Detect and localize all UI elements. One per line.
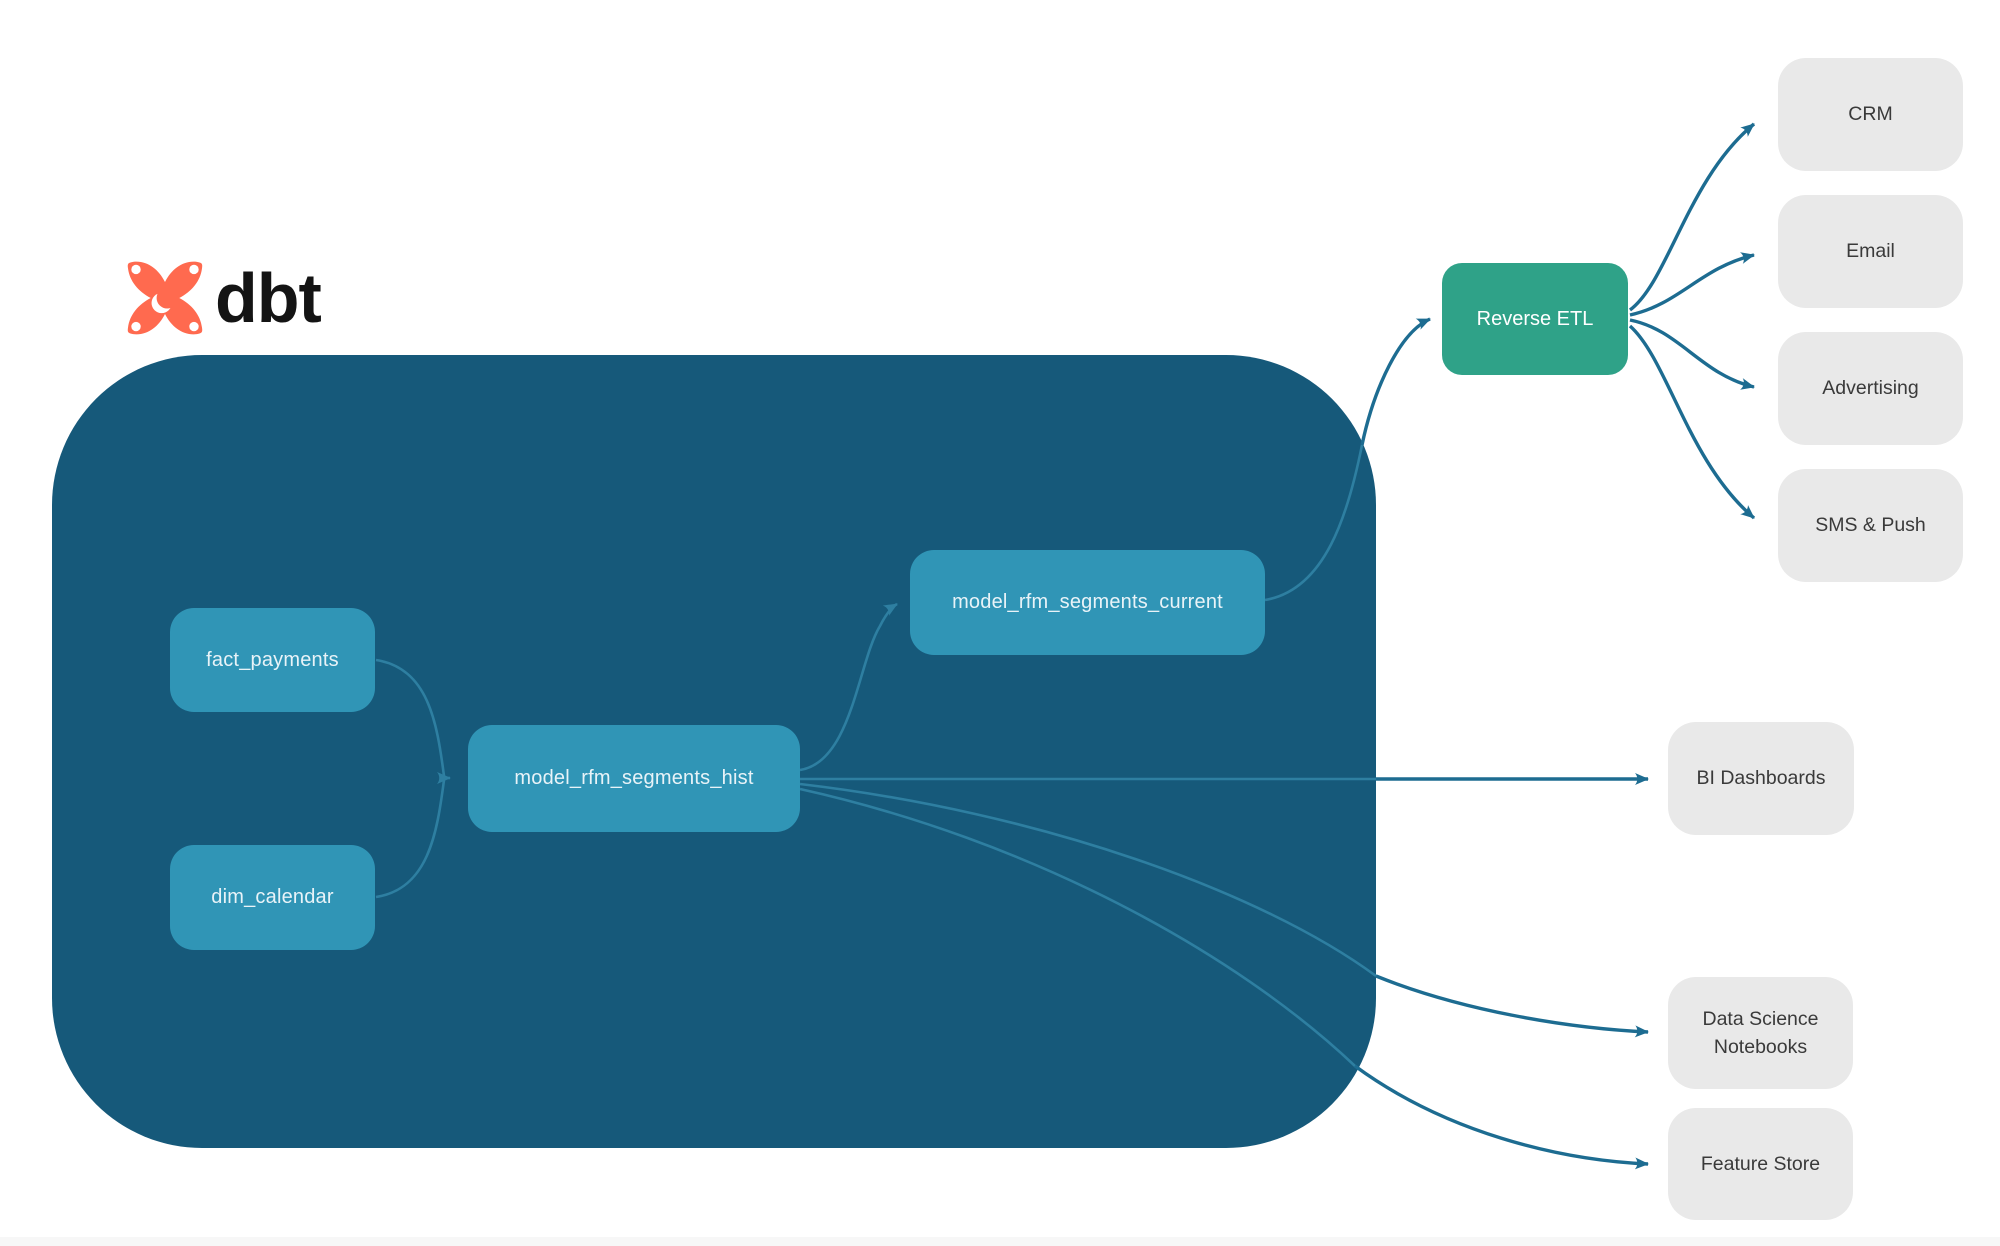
dbt-wordmark: dbt	[215, 259, 322, 337]
edge-reverse-etl-to-crm	[1628, 122, 1756, 312]
node-dim-calendar[interactable]: dim_calendar	[170, 845, 375, 950]
node-bi-dashboards[interactable]: BI Dashboards	[1668, 722, 1854, 835]
node-fact-payments[interactable]: fact_payments	[170, 608, 375, 712]
node-feature-store[interactable]: Feature Store	[1668, 1108, 1853, 1220]
node-label: model_rfm_segments_current	[952, 591, 1223, 613]
edge-reverse-etl-to-sms-push	[1628, 324, 1756, 520]
node-label: BI Dashboards	[1696, 767, 1826, 790]
node-label: Email	[1846, 240, 1895, 263]
node-label: CRM	[1848, 103, 1893, 126]
edge-current-to-reverse-etl	[1360, 317, 1431, 446]
edge-hist-to-feature-store	[1353, 1064, 1649, 1170]
node-crm[interactable]: CRM	[1778, 58, 1963, 171]
node-email[interactable]: Email	[1778, 195, 1963, 308]
edge-model-rfm-segments-hist-to-current	[799, 602, 898, 772]
node-label: Feature Store	[1700, 1152, 1821, 1175]
dbt-logo: dbt	[123, 255, 322, 341]
node-sms-push[interactable]: SMS & Push	[1778, 469, 1963, 582]
edge-reverse-etl-to-email	[1629, 252, 1755, 317]
node-model-rfm-segments-hist[interactable]: model_rfm_segments_hist	[468, 725, 800, 832]
node-data-science-notebooks[interactable]: Data Science Notebooks	[1668, 977, 1853, 1089]
node-label: fact_payments	[206, 648, 339, 671]
node-label: Reverse ETL	[1476, 307, 1594, 330]
dbt-star-icon	[127, 261, 203, 335]
edge-current-to-reverse-etl-inner	[1264, 444, 1364, 602]
edge-hist-to-data-science-notebooks-inner	[799, 782, 1377, 978]
edge-dim-calendar-to-model-rfm-segments-hist	[375, 779, 446, 899]
node-label: model_rfm_segments_hist	[514, 767, 754, 789]
node-label: Data Science Notebooks	[1702, 1007, 1819, 1058]
edge-fact-payments-to-model-rfm-segments-hist	[375, 658, 446, 777]
node-label: Advertising	[1822, 377, 1919, 400]
edge-hist-to-data-science-notebooks	[1375, 974, 1649, 1038]
node-label: SMS & Push	[1815, 514, 1926, 537]
footer-band	[0, 1237, 2000, 1246]
edge-hist-to-feature-store-inner	[799, 787, 1356, 1067]
node-label: dim_calendar	[211, 886, 334, 908]
node-model-rfm-segments-current[interactable]: model_rfm_segments_current	[910, 550, 1265, 655]
edge-reverse-etl-to-advertising	[1629, 318, 1755, 390]
node-advertising[interactable]: Advertising	[1778, 332, 1963, 445]
node-reverse-etl[interactable]: Reverse ETL	[1442, 263, 1628, 375]
